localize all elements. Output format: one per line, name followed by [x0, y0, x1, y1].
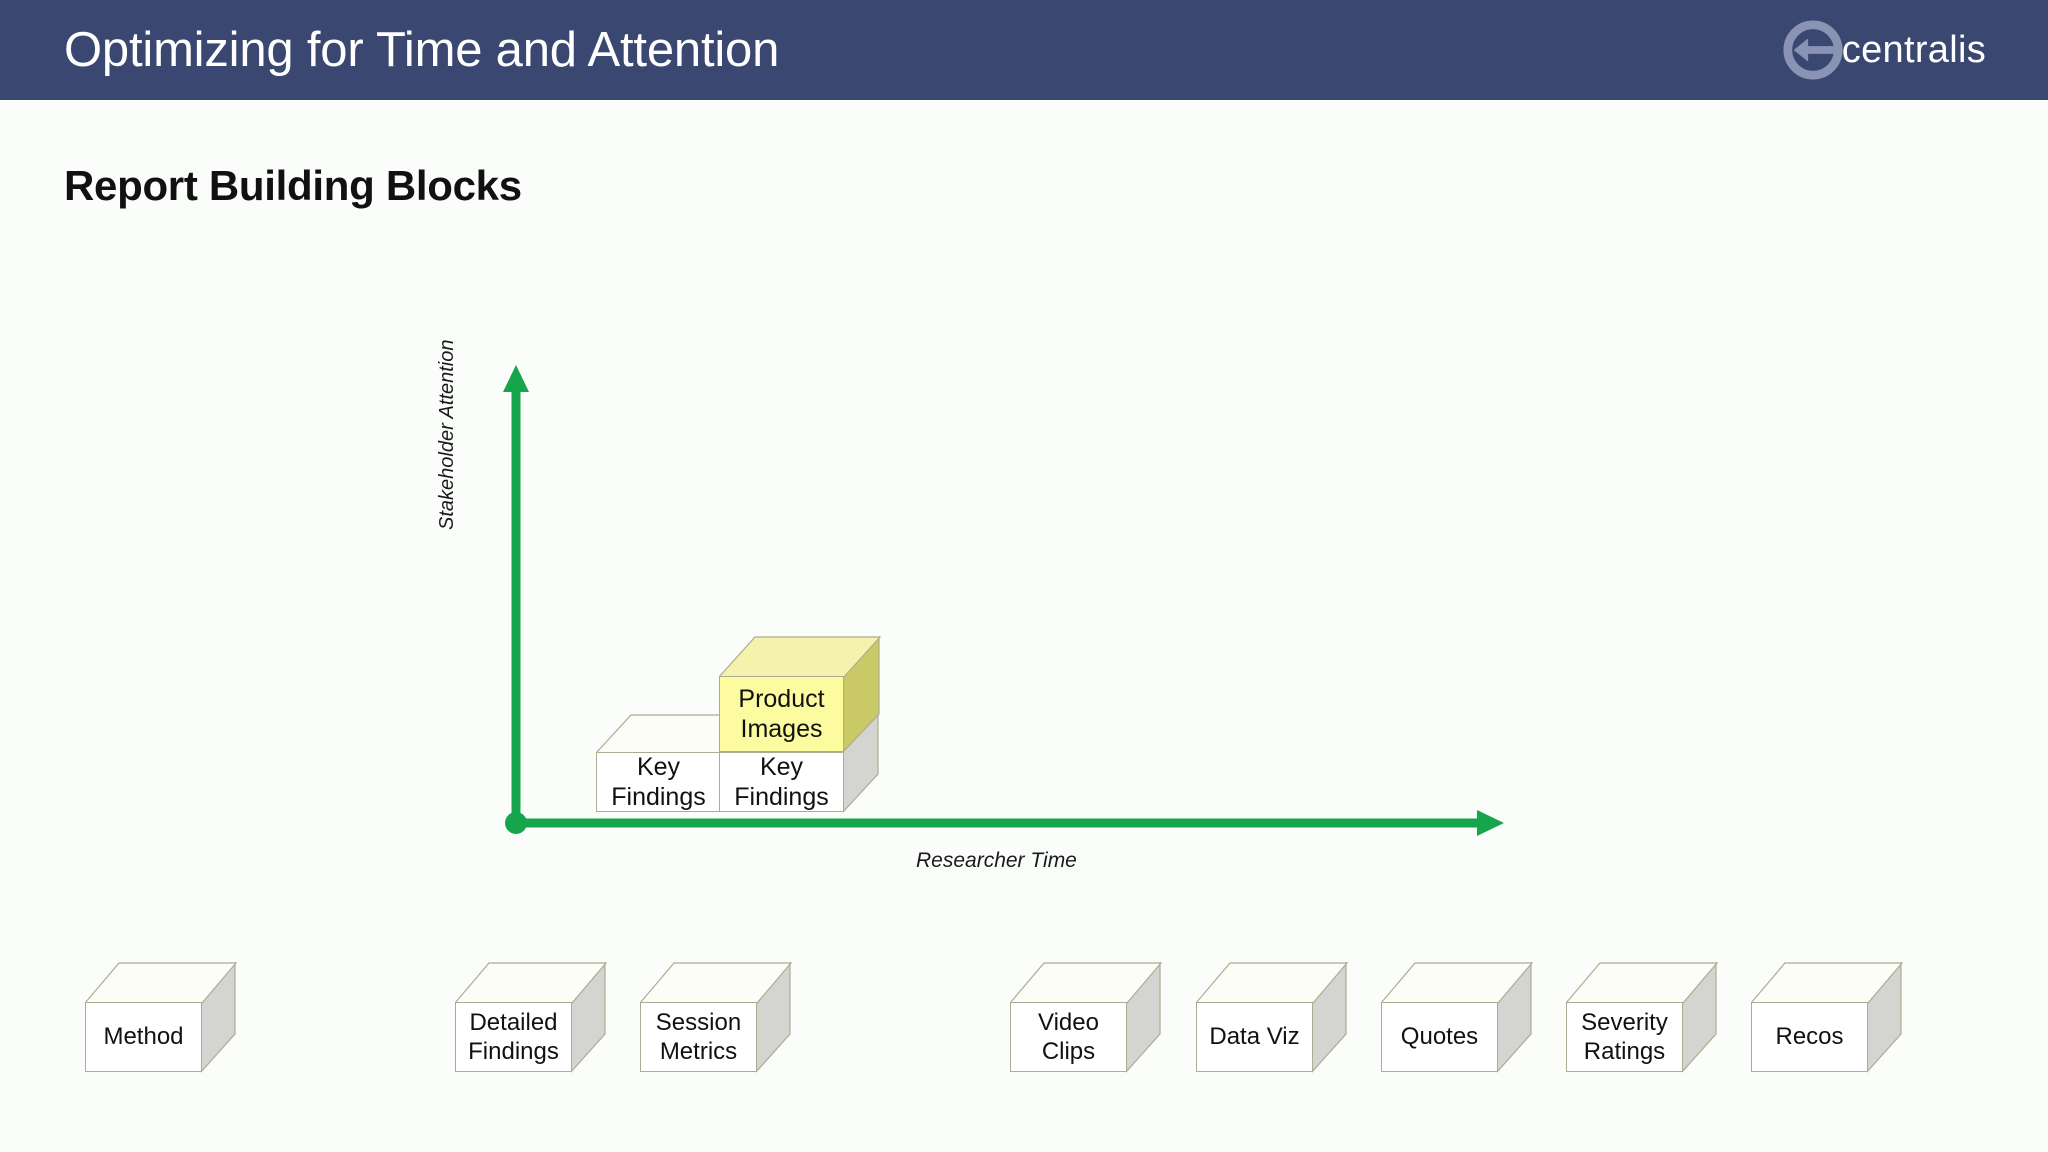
bottom-block-method[interactable]: Method	[85, 962, 260, 1073]
block-top-face	[1381, 962, 1533, 1004]
bottom-block-label: Data Viz	[1196, 1002, 1313, 1072]
header-bar: Optimizing for Time and Attention centra…	[0, 0, 2048, 100]
bottom-block-data-viz[interactable]: Data Viz	[1196, 962, 1371, 1073]
bottom-block-label-line: Severity	[1581, 1008, 1668, 1036]
chart-block-label: Key Findings	[596, 752, 721, 812]
bottom-block-label-line: Findings	[468, 1038, 559, 1065]
block-top-face	[455, 962, 607, 1004]
centralis-circle-arrow-icon	[1783, 20, 1843, 80]
bottom-block-label: Session Metrics	[640, 1002, 757, 1072]
origin-dot	[505, 812, 527, 834]
block-top-face	[640, 962, 792, 1004]
bottom-block-label-line: Clips	[1041, 1038, 1096, 1065]
y-axis-arrowhead	[503, 365, 529, 392]
bottom-block-label: Quotes	[1381, 1002, 1498, 1072]
x-axis-label: Researcher Time	[916, 849, 1077, 872]
chart-block-label: Product Images	[719, 676, 844, 752]
bottom-block-label-line: Metrics	[659, 1038, 738, 1065]
page-title: Optimizing for Time and Attention	[64, 23, 780, 77]
bottom-block-label: Recos	[1751, 1002, 1868, 1072]
y-axis-label: Stakeholder Attention	[436, 339, 458, 531]
bottom-block-quotes[interactable]: Quotes	[1381, 962, 1556, 1073]
block-top-face	[1010, 962, 1162, 1004]
bottom-block-label-line: Session	[655, 1008, 742, 1036]
block-top-face	[1196, 962, 1348, 1004]
x-axis-arrowhead	[1477, 810, 1504, 836]
bottom-block-label: Video Clips	[1010, 1002, 1127, 1072]
bottom-block-severity-ratings[interactable]: Severity Ratings	[1566, 962, 1741, 1073]
logo-text: centralis	[1841, 28, 1986, 71]
bottom-block-recos[interactable]: Recos	[1751, 962, 1926, 1073]
bottom-block-label-line: Ratings	[1583, 1038, 1666, 1065]
block-side-face-highlight	[843, 636, 880, 753]
block-top-face-highlight	[719, 636, 881, 678]
chart-block-product-images: Product Images	[719, 636, 904, 753]
bottom-block-video-clips[interactable]: Video Clips	[1010, 962, 1185, 1073]
bottom-block-label-line: Video	[1038, 1008, 1099, 1036]
block-side-face	[843, 714, 879, 813]
block-top-face	[1566, 962, 1718, 1004]
bottom-block-label-line: Detailed	[469, 1008, 558, 1036]
block-top-face	[1751, 962, 1903, 1004]
chart-block-key-findings-left: Key Findings	[596, 714, 756, 812]
bottom-block-detailed-findings[interactable]: Detailed Findings	[455, 962, 630, 1073]
logo: centralis	[1782, 19, 1986, 81]
bottom-block-session-metrics[interactable]: Session Metrics	[640, 962, 815, 1073]
bottom-block-label: Severity Ratings	[1566, 1002, 1683, 1072]
chart-block-label: Key Findings	[719, 752, 844, 812]
bottom-block-label: Detailed Findings	[455, 1002, 572, 1072]
block-top-face	[596, 714, 756, 754]
chart-block-key-findings-right: Key Findings	[719, 714, 904, 813]
block-top-face	[85, 962, 237, 1004]
bottom-block-label: Method	[85, 1002, 202, 1072]
section-title: Report Building Blocks	[64, 162, 522, 209]
